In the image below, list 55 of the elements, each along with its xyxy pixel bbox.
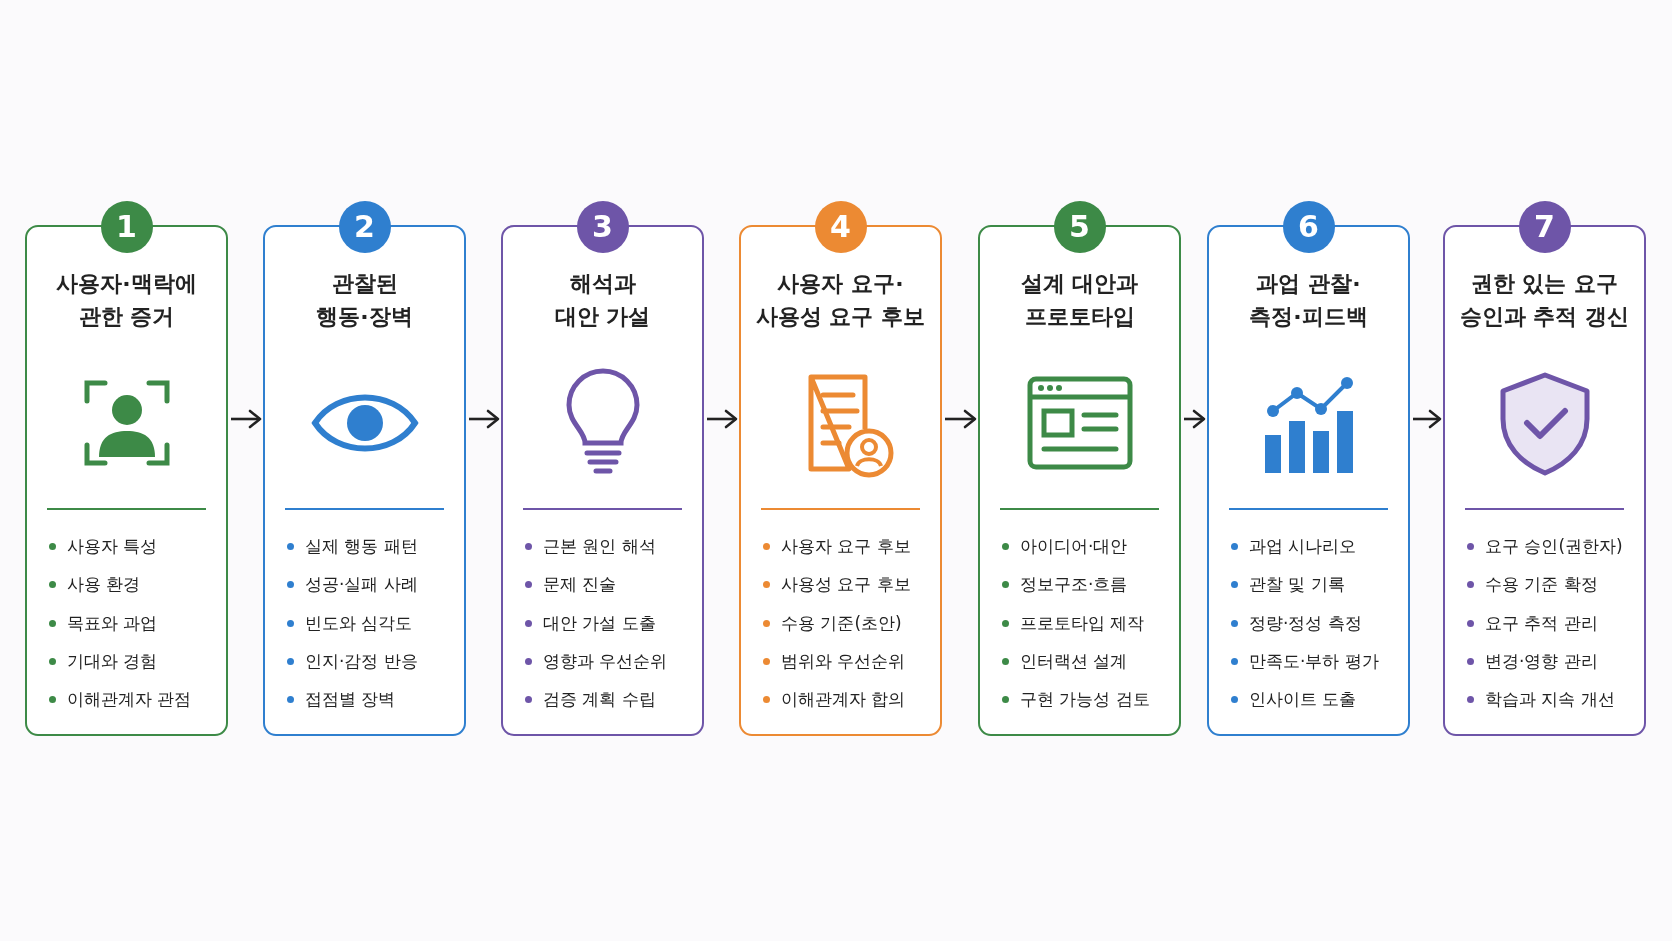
bullet-item: 이해관계자 합의 [781,688,906,712]
step-title: 사용자 요구· 사용성 요구 후보 [754,270,927,331]
bullet-item: 아이디어·대안 [1020,535,1128,558]
bullet-item: 인지·감정 반응 [305,649,418,673]
bullet-item: 범위와 우선순위 [781,649,906,673]
bullet-item: 검증 계획 수립 [543,688,656,712]
bullet-item: 수용 기준 확정 [1485,573,1598,597]
bullet-item: 수용 기준(초안) [781,611,902,635]
bullet-item: 사용 환경 [67,573,141,597]
step-number: 1 [100,201,153,253]
bullet-item: 대안 가설 도출 [543,611,656,635]
step-number: 7 [1518,201,1571,253]
step-title: 권한 있는 요구 승인과 추적 갱신 [1458,270,1631,331]
arrow [231,409,262,429]
step-title: 사용자·맥락에 관한 증거 [55,270,198,331]
step-title: 관찰된 행동·장벽 [315,270,414,331]
step-title: 설계 대안과 프로토타입 [1019,270,1140,331]
arrow [945,409,977,429]
bullet-item: 구현 가능성 검토 [1020,688,1150,712]
step-number: 5 [1053,201,1106,253]
step-title: 과업 관찰· 측정·피드백 [1248,270,1369,331]
bullet-item: 학습과 지속 개선 [1485,688,1615,712]
arrow [1184,409,1206,429]
bullet-item: 사용자 요구 후보 [781,535,911,558]
bullet-item: 정보구조·흐름 [1020,573,1128,597]
bullet-item: 요구 승인(권한자) [1485,535,1623,558]
bullet-item: 성공·실패 사례 [305,573,418,597]
bullet-item: 프로토타입 제작 [1020,611,1145,635]
step-number: 3 [576,201,629,253]
bullet-item: 요구 추적 관리 [1485,611,1598,635]
bullet-item: 영향과 우선순위 [543,649,668,673]
bullet-item: 인사이트 도출 [1249,688,1357,712]
bullet-item: 관찰 및 기록 [1249,573,1345,597]
bullet-item: 기대와 경험 [67,649,158,673]
step-title: 해석과 대안 가설 [553,270,652,331]
bullet-item: 목표와 과업 [67,611,158,635]
bullet-item: 정량·정성 측정 [1249,611,1362,635]
bullet-item: 빈도와 심각도 [305,611,413,635]
bullet-item: 이해관계자 관점 [67,688,192,712]
step-number: 6 [1282,201,1335,253]
bullet-item: 과업 시나리오 [1249,535,1357,558]
bullet-item: 사용자 특성 [67,535,158,558]
bullet-item: 접점별 장벽 [305,688,396,712]
bullet-item: 만족도·부하 평가 [1249,649,1379,673]
bullet-item: 사용성 요구 후보 [781,573,911,597]
bullet-item: 변경·영향 관리 [1485,649,1598,673]
arrow [469,409,500,429]
arrow [1413,409,1442,429]
step-number: 4 [814,201,867,253]
arrow [707,409,738,429]
bullet-item: 문제 진술 [543,573,617,597]
step-number: 2 [338,201,391,253]
bullet-item: 근본 원인 해석 [543,535,656,558]
bullet-item: 인터랙션 설계 [1020,649,1128,673]
bullet-item: 실제 행동 패턴 [305,535,418,558]
